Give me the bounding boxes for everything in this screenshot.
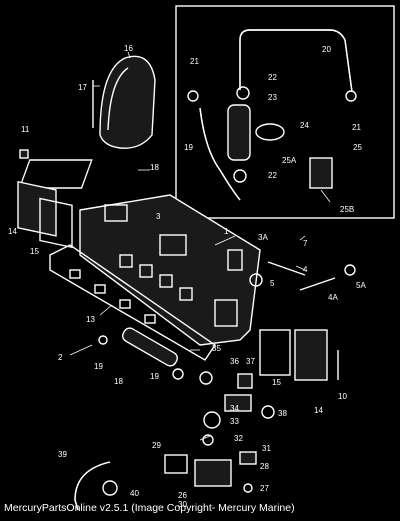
callout-3A: 3A [258,233,268,242]
fitting-5 [249,273,263,287]
callout-6: 7 [303,239,308,248]
callout-10-right: 15 [272,378,281,387]
callout-11: 11 [21,125,30,134]
callout-4A: 4A [328,293,338,302]
callout-36: 36 [230,357,239,366]
stud-4 [267,261,306,276]
callout-34: 34 [230,404,239,413]
plug-27 [243,483,253,493]
callout-20: 20 [322,45,331,54]
callout-37: 37 [246,357,255,366]
callout-39: 39 [58,450,67,459]
callout-10-left: 15 [30,247,39,256]
callout-15: 18 [150,163,159,172]
callout-18-left: 19 [94,362,103,371]
callout-16: 17 [78,83,87,92]
fitting-36 [199,371,213,385]
clamp-40 [102,480,118,496]
fitting-38 [261,405,275,419]
cover-plate-9-right [294,329,328,381]
callout-19: 19 [184,143,193,152]
tube-17 [122,327,178,367]
callout-26: 26 [178,491,187,500]
callout-38: 38 [278,409,287,418]
gasket-29 [164,454,188,474]
cooler-23 [227,104,251,161]
callout-22-top: 22 [268,73,277,82]
callout-4: 4 [303,265,308,274]
gasket-15 [18,159,93,189]
valve-34 [224,394,252,412]
callout-18-right: 19 [150,372,159,381]
callout-9-right: 14 [314,406,323,415]
callout-25A: 25A [282,156,297,165]
elbow-14 [99,55,156,149]
callout-22-bottom: 22 [268,171,277,180]
fitting-3A [227,249,243,271]
callout-33: 33 [230,417,239,426]
hose-20 [239,29,353,93]
clamp-21-right [345,90,357,102]
callout-17: 18 [114,377,123,386]
fitting-32 [202,434,214,446]
fitting-33 [203,411,221,429]
callout-8: 10 [338,392,347,401]
callout-5: 5 [270,279,275,288]
plug-18-left [98,335,108,345]
fitting-31 [239,451,257,465]
gasket-10-right [259,329,291,376]
callout-35: 35 [212,344,221,353]
stud-4A [299,277,336,291]
callout-32: 32 [234,434,243,443]
callout-5A: 5A [356,281,366,290]
callout-25B: 25B [340,205,354,214]
callout-1: 1 [224,227,229,236]
callout-3: 3 [156,212,161,221]
gasket-10-left [39,197,73,249]
callout-9-left: 14 [8,227,17,236]
callout-29: 29 [152,441,161,450]
clamp-22-top [236,86,250,100]
callout-24: 24 [300,121,309,130]
cover-plate-9-left [17,180,57,237]
clamp-21-left [187,90,199,102]
copyright-caption: MercuryPartsOnline v2.5.1 (Image Copyrig… [4,502,295,514]
plug-18-right [172,368,184,380]
callout-21-right: 21 [352,123,361,132]
inset-box [175,5,395,219]
fitting-37 [237,373,253,389]
bracket-25 [309,157,333,189]
callout-23: 23 [268,93,277,102]
clamp-22-bottom [233,169,247,183]
callout-25: 25 [353,143,362,152]
callout-2: 2 [58,353,63,362]
clamp-24 [255,123,285,141]
callout-31: 31 [262,444,271,453]
callout-21-left: 21 [190,57,199,66]
callout-30: 30 [178,500,187,509]
nut-5A [344,264,356,276]
callout-13: 13 [86,315,95,324]
callout-28: 28 [260,462,269,471]
callout-40: 40 [130,489,139,498]
housing-30 [194,459,232,487]
plug-11 [19,149,29,159]
gasket-13 [49,244,216,361]
callout-27: 27 [260,484,269,493]
callout-14: 16 [124,44,133,53]
